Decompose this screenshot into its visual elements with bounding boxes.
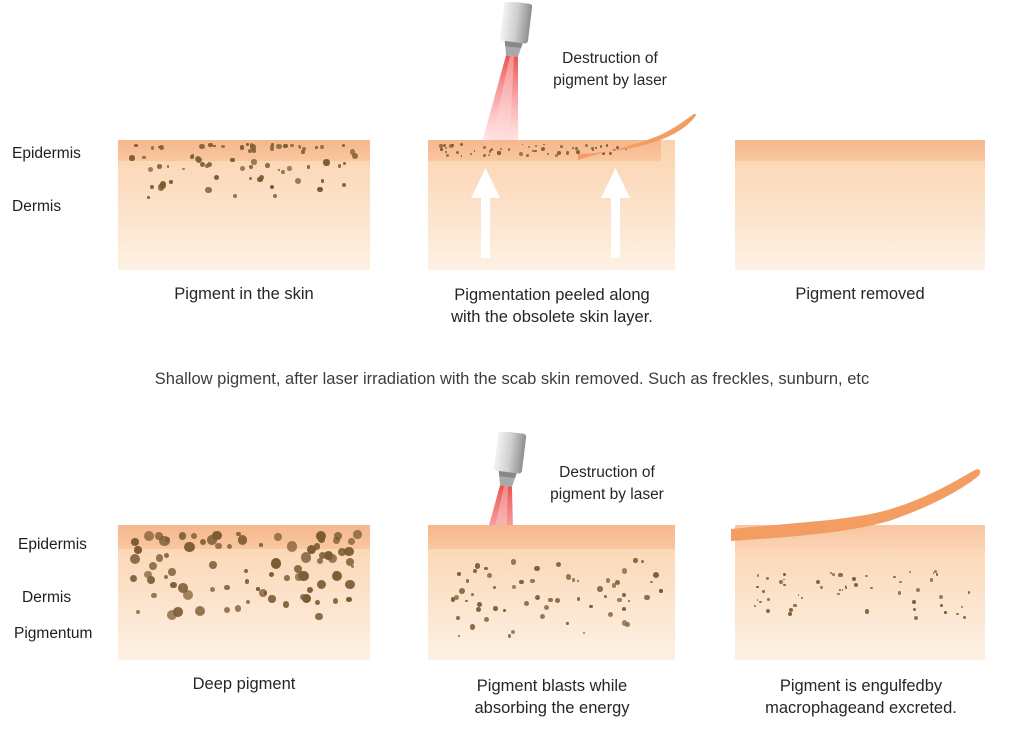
epidermis-layer xyxy=(735,140,985,161)
pigment-dots xyxy=(436,143,636,158)
label-epidermis-bottom: Epidermis xyxy=(18,536,87,553)
middle-note: Shallow pigment, after laser irradiation… xyxy=(154,370,870,388)
pigment-dots xyxy=(440,557,663,639)
caption-removed: Pigment removed xyxy=(795,285,925,303)
laser-handpiece-icon xyxy=(500,2,533,44)
label-dermis-top: Dermis xyxy=(12,198,62,215)
caption-pigment-in-skin: Pigment in the skin xyxy=(174,285,314,303)
skin-panel-peeled xyxy=(428,114,696,270)
epidermis-layer xyxy=(118,140,370,161)
epidermis-layer xyxy=(735,525,985,549)
skin-panel-excreted xyxy=(731,469,985,660)
laser-beam-icon xyxy=(482,55,519,146)
label-epidermis-top: Epidermis xyxy=(12,145,81,162)
laser-label-top: Destruction of pigment by laser xyxy=(553,50,667,89)
pigment-dots xyxy=(128,143,360,199)
caption-peeled: Pigmentation peeled along with the obsol… xyxy=(451,286,653,327)
dermis-layer xyxy=(428,140,675,270)
skin-panel-pigment-in-skin xyxy=(118,140,370,270)
caption-excreted: Pigment is engulfedby macrophageand excr… xyxy=(765,677,957,718)
caption-deep-pigment: Deep pigment xyxy=(192,675,296,693)
pigment-dots xyxy=(126,530,362,622)
dermis-layer xyxy=(735,140,985,270)
skin-panel-removed xyxy=(735,140,985,270)
pigment-dots xyxy=(749,569,971,621)
skin-panel-deep-pigment xyxy=(118,525,370,660)
label-dermis-bottom: Dermis xyxy=(22,589,72,606)
label-pigmentum: Pigmentum xyxy=(14,625,93,642)
skin-panel-blast xyxy=(428,525,675,660)
caption-blast: Pigment blasts while absorbing the energ… xyxy=(474,677,630,718)
laser-label-bottom: Destruction of pigment by laser xyxy=(550,464,664,503)
epidermis-layer xyxy=(428,525,675,549)
